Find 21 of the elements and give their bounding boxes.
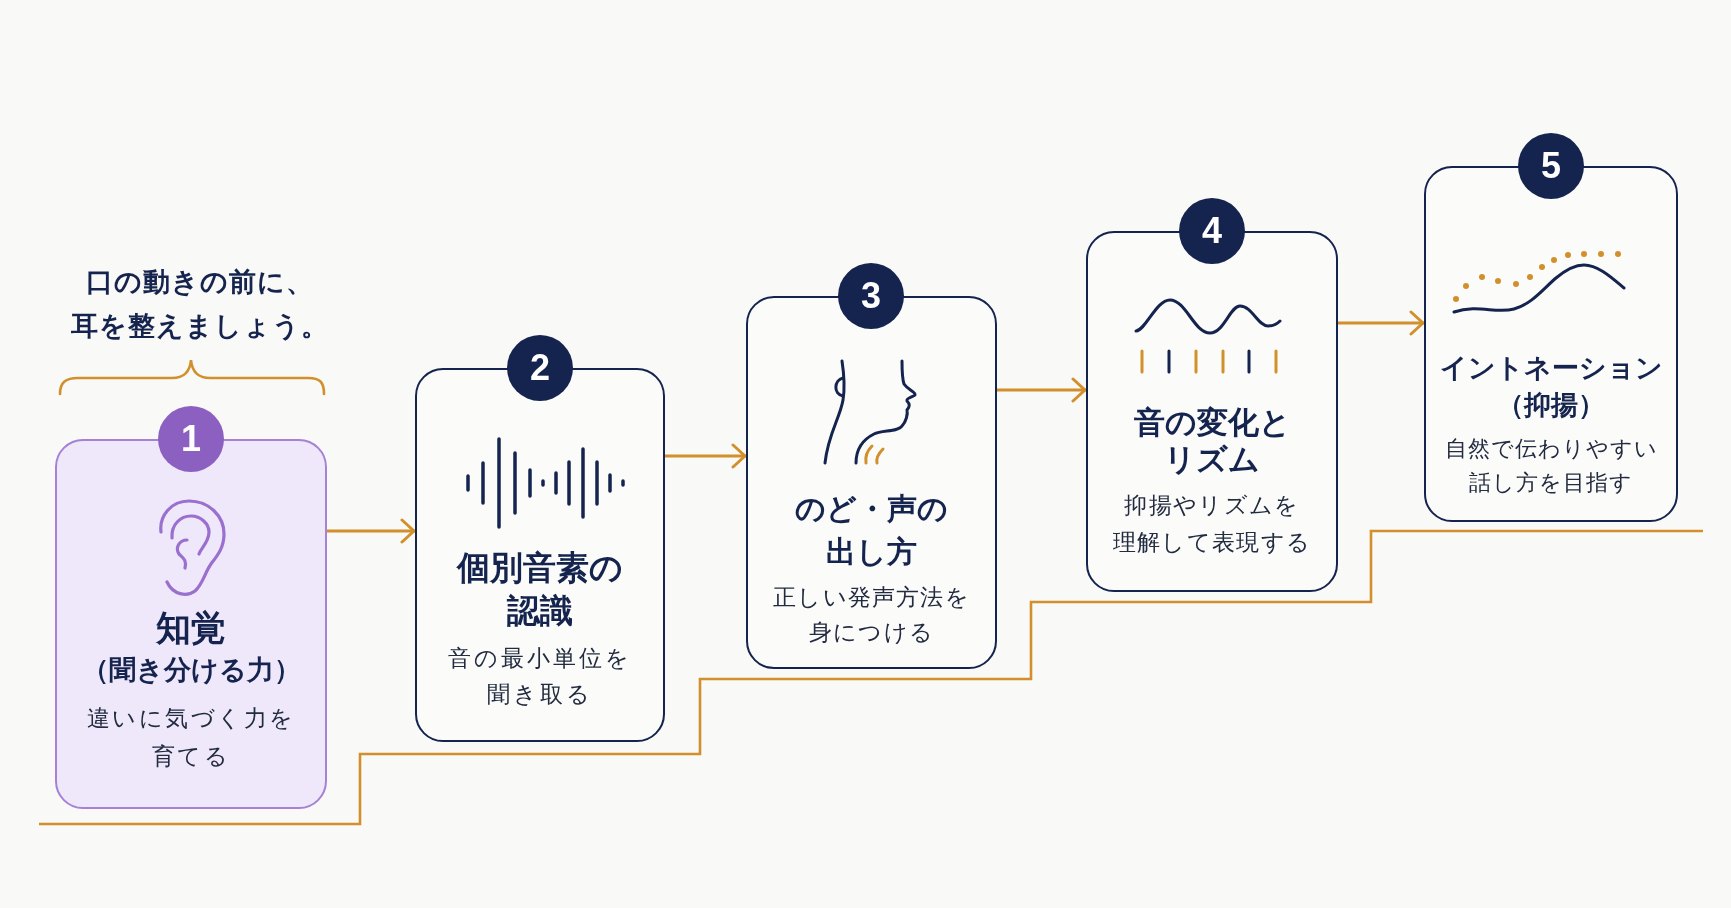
step-subtitle: （聞き分ける力） <box>81 654 301 687</box>
note-text: 口の動きの前に、耳を整えましょう。 <box>71 266 329 343</box>
number-badge: 5 <box>1518 133 1584 199</box>
step-description: 正しい発声方法を身につける <box>773 583 970 647</box>
arrow <box>325 518 417 544</box>
step-title: 個別音素の認識 <box>457 548 623 631</box>
number-badge: 4 <box>1179 198 1245 264</box>
number-badge: 3 <box>838 263 904 329</box>
arrow <box>995 377 1088 403</box>
arrow <box>1336 310 1426 336</box>
step-description: 自然で伝わりやすい話し方を目指す <box>1444 435 1658 497</box>
step-title: のど・声の出し方 <box>795 491 948 570</box>
step-title: 知覚 <box>156 607 226 649</box>
step-description: 音の最小単位を聞き取る <box>448 644 632 709</box>
arrow <box>663 443 748 469</box>
number-badge: 2 <box>507 335 573 401</box>
step-title: 音の変化とリズム <box>1133 404 1291 478</box>
step-description: 抑揚やリズムを理解して表現する <box>1112 491 1312 557</box>
step-title: イントネーション（抑揚） <box>1439 352 1663 422</box>
number-badge: 1 <box>158 406 224 472</box>
step-description: 違いに気づく力を育てる <box>86 704 296 771</box>
